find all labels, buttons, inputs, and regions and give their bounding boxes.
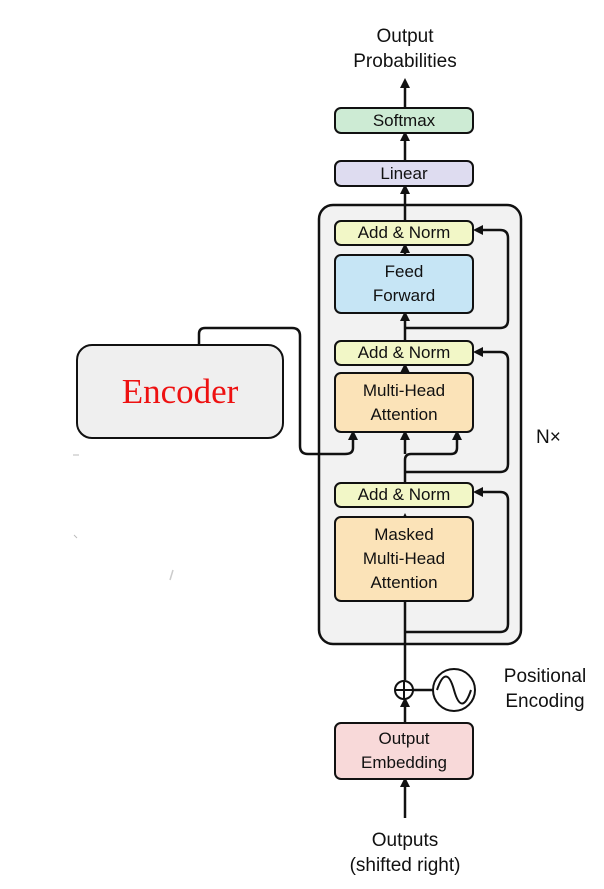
arrow-addnorm1-to-attention (403, 430, 462, 482)
residual-multi-head-attention (405, 347, 510, 474)
add-norm-box-bottom: Add & Norm (334, 482, 474, 508)
encoder-label: Encoder (121, 371, 239, 411)
encoder-output-connection (197, 326, 358, 456)
positional-encoding-label: Positional Encoding (503, 666, 587, 712)
residual-masked-attention (405, 487, 510, 634)
softmax-box: Softmax (334, 107, 474, 134)
plus-icon (394, 680, 414, 700)
linear-box: Linear (334, 160, 474, 187)
masked-multi-head-attention-box: Masked Multi-Head Attention (334, 516, 474, 602)
multi-head-attention-box: Multi-Head Attention (334, 372, 474, 433)
output-embedding-box: Output Embedding (334, 722, 474, 780)
nx-label: N× (536, 427, 561, 448)
add-norm-box-middle: Add & Norm (334, 340, 474, 366)
encoder-block: Encoder (76, 344, 284, 439)
sine-wave-icon (432, 668, 476, 712)
residual-feed-forward (405, 225, 510, 330)
feed-forward-box: Feed Forward (334, 254, 474, 314)
add-norm-box-top: Add & Norm (334, 220, 474, 246)
output-probabilities-label: Output Probabilities (353, 26, 457, 72)
faint-mark (73, 534, 78, 539)
faint-mark (169, 569, 174, 581)
outputs-label: Outputs (shifted right) (349, 830, 461, 876)
